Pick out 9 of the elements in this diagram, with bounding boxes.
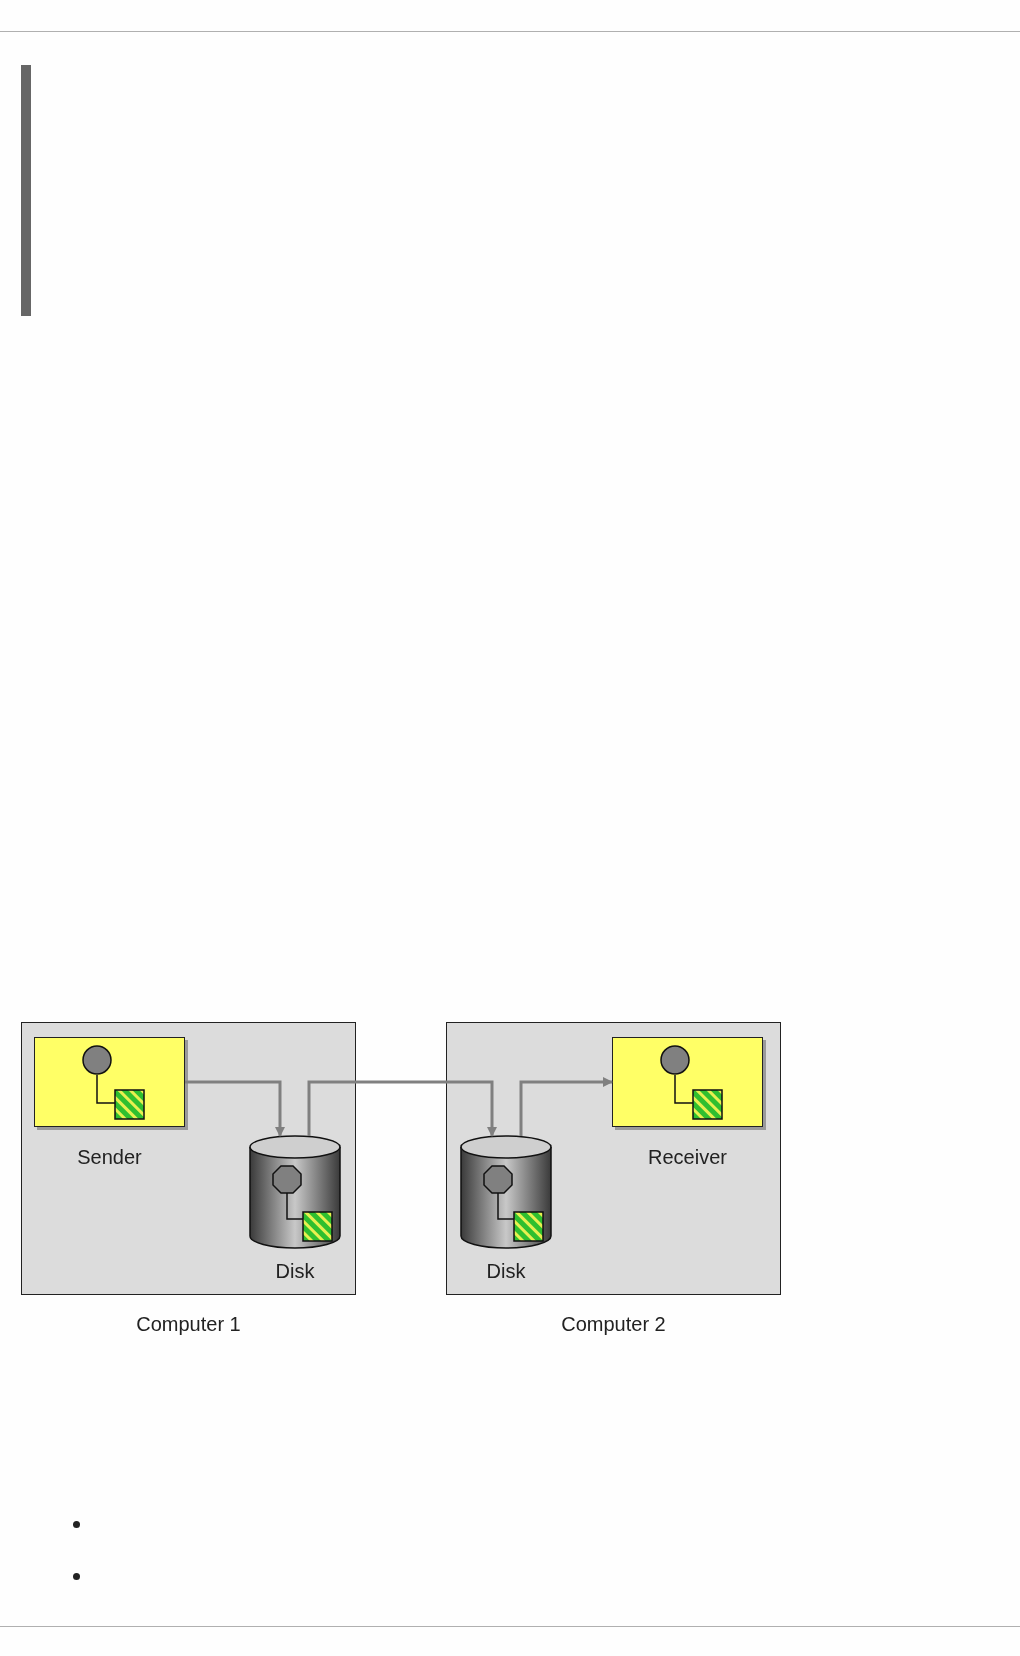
node-label: Disk bbox=[275, 1260, 315, 1282]
node-label: Sender bbox=[77, 1146, 142, 1168]
node-label: Disk bbox=[486, 1260, 526, 1282]
node-label: Computer 2 bbox=[561, 1313, 666, 1335]
arrow bbox=[307, 1080, 497, 1137]
node-label: Receiver bbox=[648, 1146, 727, 1168]
node-label: Computer 1 bbox=[136, 1313, 241, 1335]
arrow bbox=[519, 1077, 613, 1136]
arrow bbox=[185, 1080, 285, 1137]
